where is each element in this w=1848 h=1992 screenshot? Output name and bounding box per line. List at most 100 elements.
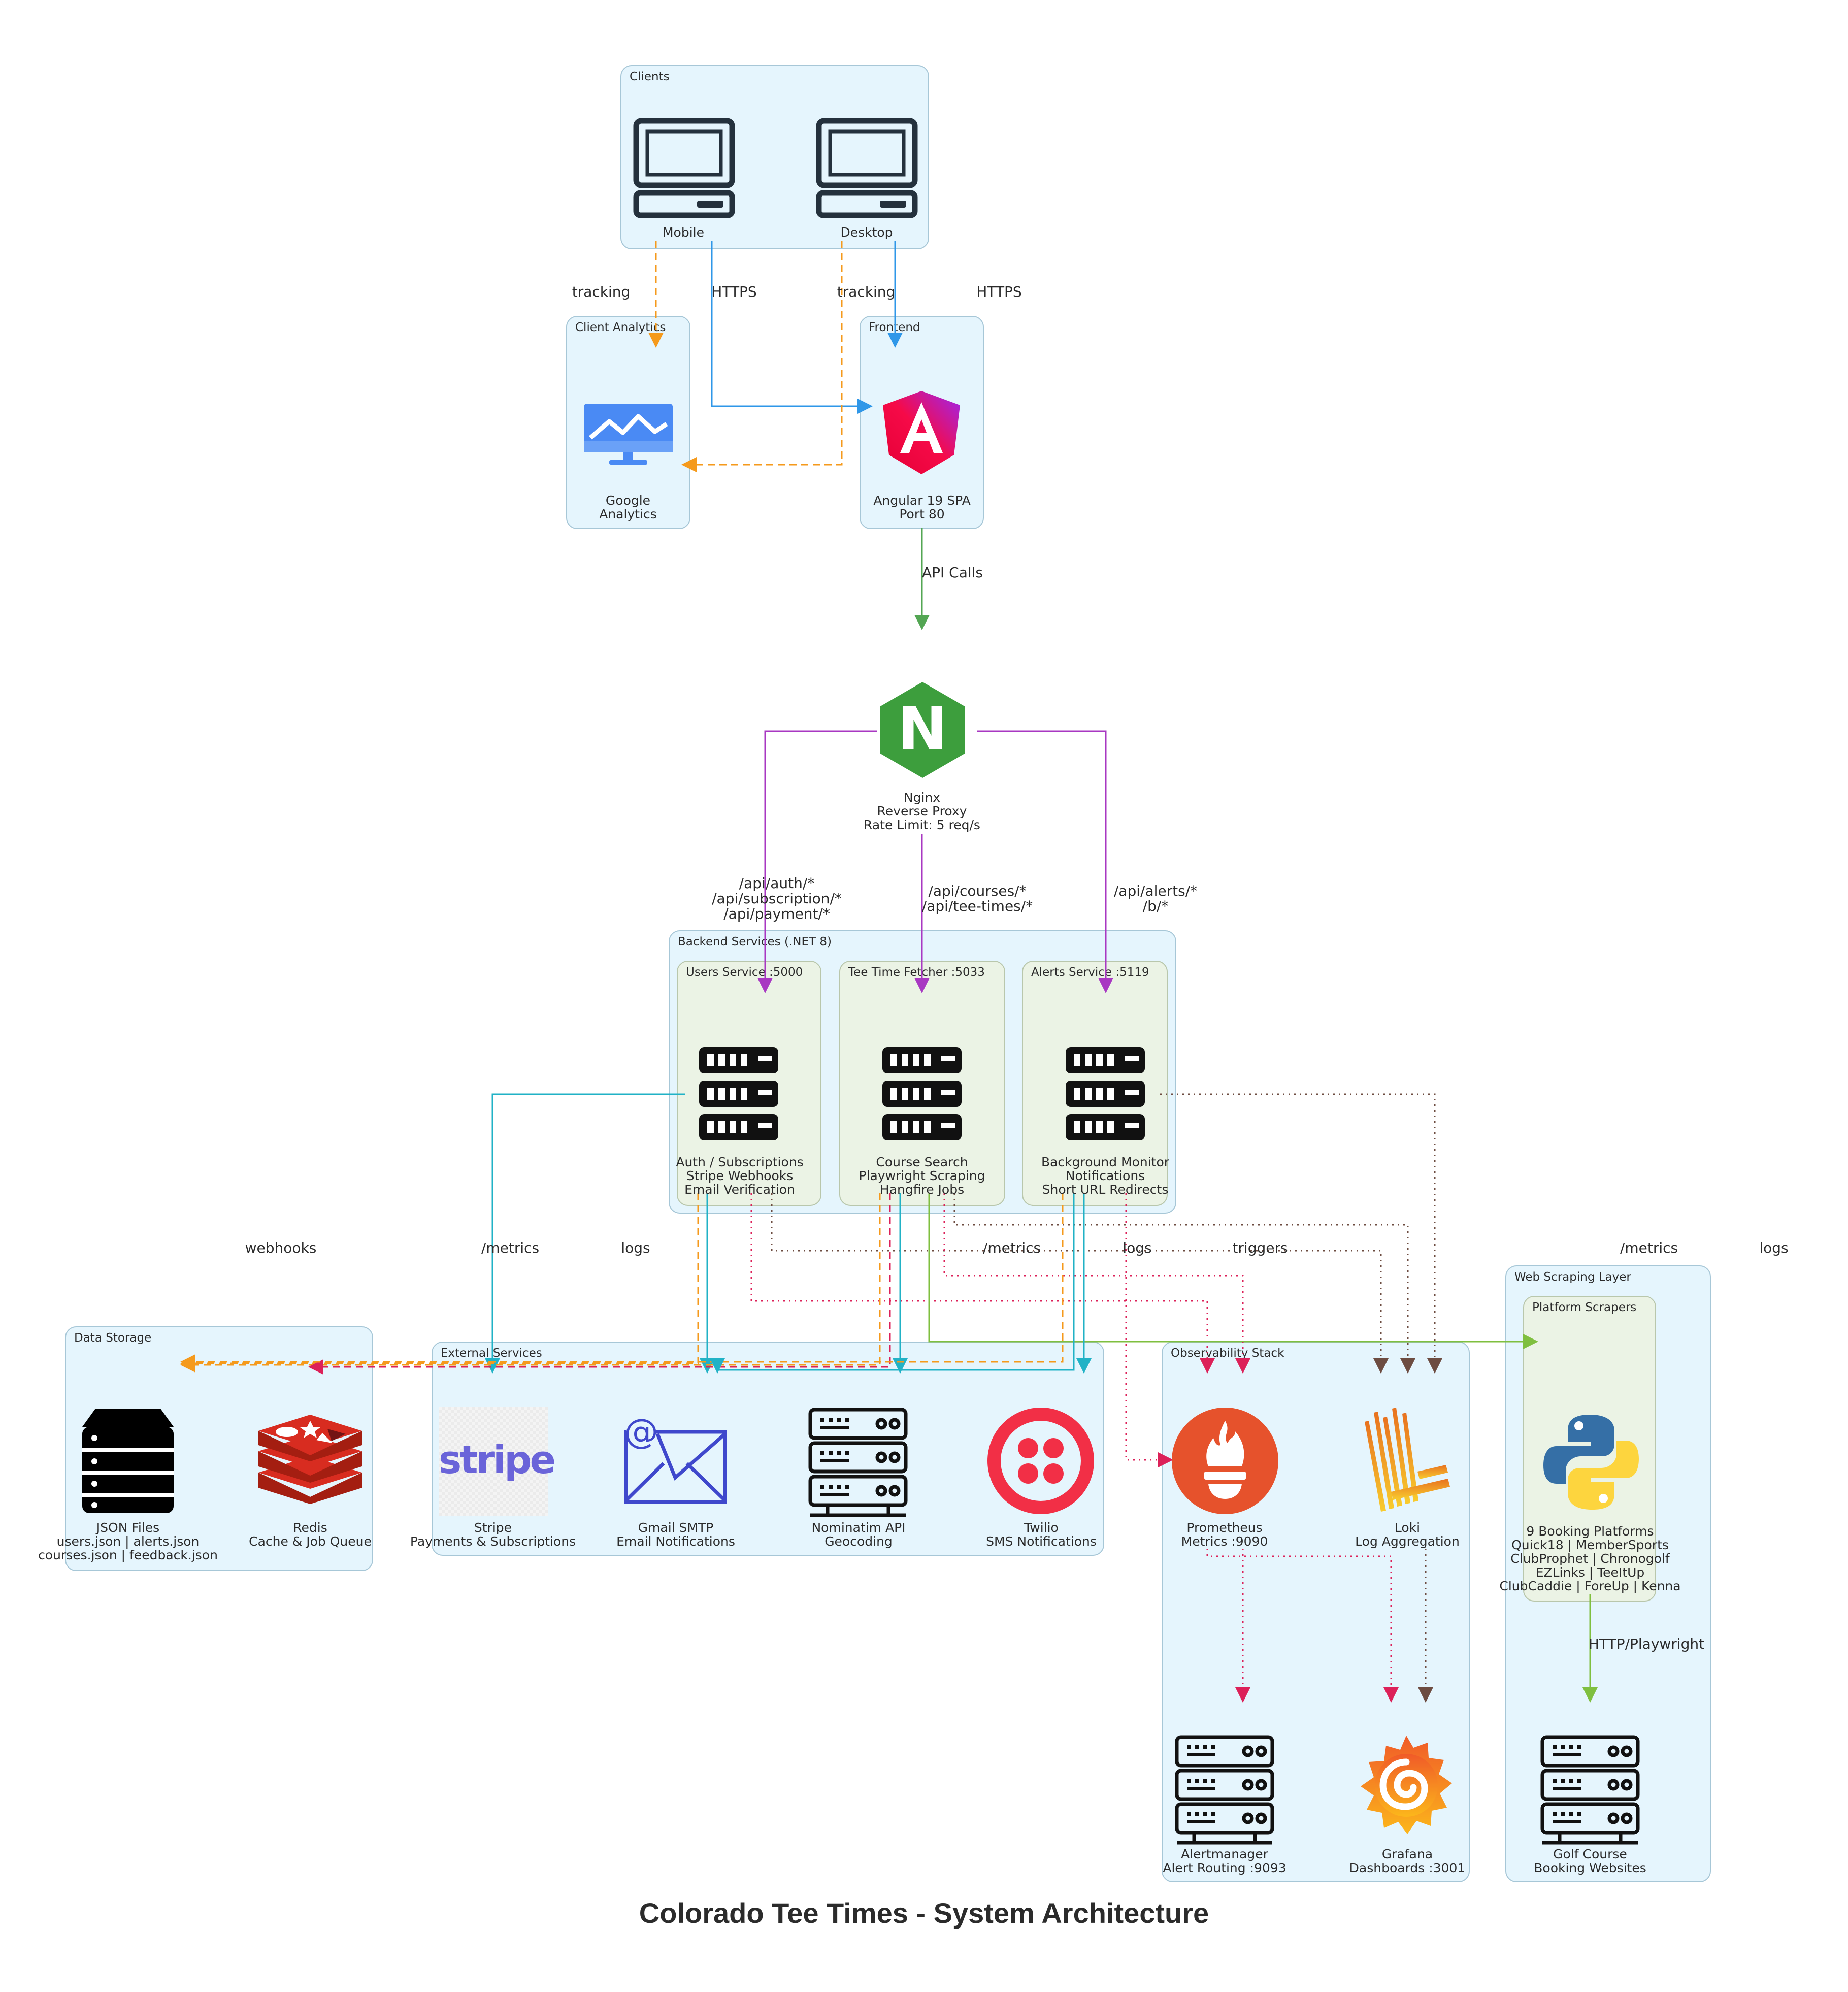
label-line: logs — [1123, 1239, 1152, 1256]
label-line: Metrics :9090 — [1181, 1534, 1268, 1549]
label-line: Booking Websites — [1534, 1860, 1646, 1875]
label-line: Google — [605, 493, 651, 508]
label-line: Grafana — [1381, 1847, 1433, 1862]
edge-fetcher-redis — [308, 1193, 891, 1375]
label-line: Stripe — [474, 1520, 512, 1535]
label-line: ClubCaddie | ForeUp | Kenna — [1499, 1579, 1681, 1593]
database-stack-icon — [82, 1409, 174, 1513]
label-line: Alert Routing :9093 — [1163, 1860, 1286, 1875]
edge-route-alerts — [977, 730, 1113, 993]
label-line: Email Notifications — [616, 1534, 735, 1549]
label-line: Hangfire Jobs — [879, 1182, 965, 1197]
label-line: Redis — [293, 1520, 327, 1535]
edge-alerts-json — [180, 1193, 1064, 1369]
python-logo-icon — [1543, 1415, 1639, 1510]
server-outline-icon — [808, 1408, 908, 1517]
label-line: Twilio — [1024, 1520, 1059, 1535]
label-line: /api/auth/* — [739, 875, 815, 892]
edge-desktop-tracking — [681, 241, 843, 472]
label-line: tracking — [837, 283, 896, 300]
label-line: triggers — [1232, 1239, 1288, 1256]
edge-label-route-users: /api/auth/*/api/subscription/*/api/payme… — [712, 876, 842, 922]
label-line: Auth / Subscriptions — [676, 1155, 804, 1169]
edge-fetcher-metrics — [943, 1193, 1250, 1374]
edge-users-json — [180, 1193, 699, 1371]
label-line: Stripe Webhooks — [686, 1168, 794, 1183]
cluster-clients: Clients — [620, 65, 929, 249]
label-line: Background Monitor — [1041, 1155, 1170, 1169]
edge-fetcher-json — [180, 1193, 881, 1373]
edge-fetcher-scrapers — [928, 1193, 1538, 1349]
edge-label-metrics: /metrics — [1620, 1240, 1678, 1256]
cluster-title: Observability Stack — [1171, 1347, 1284, 1360]
email-at-icon: @ — [624, 1412, 727, 1504]
server-rack-icon — [882, 1047, 962, 1140]
server-rack-icon — [699, 1047, 778, 1140]
label-line: /api/subscription/* — [712, 890, 842, 907]
node-label-mobile: Mobile — [663, 225, 704, 239]
edge-label-https: HTTPS — [976, 284, 1021, 300]
label-line: /api/payment/* — [723, 905, 830, 922]
label-line: Quick18 | MemberSports — [1511, 1538, 1669, 1552]
label-line: Reverse Proxy — [877, 804, 967, 819]
edge-label-route-alerts: /api/alerts/*/b/* — [1114, 884, 1197, 914]
label-line: /api/tee-times/* — [921, 898, 1033, 915]
stripe-logo-text: stripe — [439, 1437, 556, 1482]
edge-label-logs: logs — [621, 1240, 650, 1256]
edge-label-metrics: /metrics — [481, 1240, 539, 1256]
edge-route-users — [757, 730, 877, 993]
edge-label-tracking: tracking — [837, 284, 896, 300]
label-line: 9 Booking Platforms — [1526, 1524, 1654, 1539]
label-line: Rate Limit: 5 req/s — [864, 818, 980, 832]
label-line: Playwright Scraping — [859, 1168, 985, 1183]
node-label-desktop: Desktop — [840, 225, 893, 239]
label-line: Gmail SMTP — [638, 1520, 714, 1535]
grafana-logo-icon — [1361, 1736, 1452, 1834]
label-line: SMS Notifications — [986, 1534, 1097, 1549]
prometheus-logo-icon — [1172, 1408, 1278, 1514]
laptop-icon — [816, 118, 918, 218]
label-line: logs — [621, 1239, 650, 1256]
label-line: Prometheus — [1186, 1520, 1263, 1535]
edge-users-stripe — [485, 1093, 685, 1374]
cluster-title: External Services — [441, 1347, 542, 1360]
cluster-title: Data Storage — [74, 1331, 152, 1345]
cluster-title: Alerts Service :5119 — [1031, 966, 1149, 979]
label-line: Nominatim API — [811, 1520, 906, 1535]
label-line: JSON Files — [96, 1520, 160, 1535]
label-line: API Calls — [921, 564, 983, 581]
edge-alerts-logs — [1160, 1093, 1442, 1374]
loki-logo-icon — [1365, 1408, 1450, 1512]
label-line: EZLinks | TeeItUp — [1535, 1565, 1645, 1580]
label-line: Golf Course — [1553, 1847, 1627, 1862]
edge-label-webhooks: webhooks — [245, 1240, 317, 1256]
label-line: Payments & Subscriptions — [410, 1534, 576, 1549]
cluster-title: Client Analytics — [575, 321, 666, 334]
label-line: Mobile — [662, 225, 705, 240]
label-line: /metrics — [982, 1239, 1041, 1256]
label-line: Geocoding — [824, 1534, 893, 1549]
cluster-title: Tee Time Fetcher :5033 — [848, 966, 985, 979]
edge-label-http-playwright: HTTP/Playwright — [1589, 1637, 1704, 1652]
label-line: /metrics — [481, 1239, 540, 1256]
label-line: Loki — [1394, 1520, 1421, 1535]
label-line: HTTPS — [711, 283, 757, 300]
edge-label-route-courses: /api/courses/*/api/tee-times/* — [922, 884, 1033, 914]
edge-mobile-https — [711, 241, 873, 414]
cluster-title: Web Scraping Layer — [1514, 1270, 1631, 1284]
nginx-logo-icon: N — [880, 682, 965, 778]
